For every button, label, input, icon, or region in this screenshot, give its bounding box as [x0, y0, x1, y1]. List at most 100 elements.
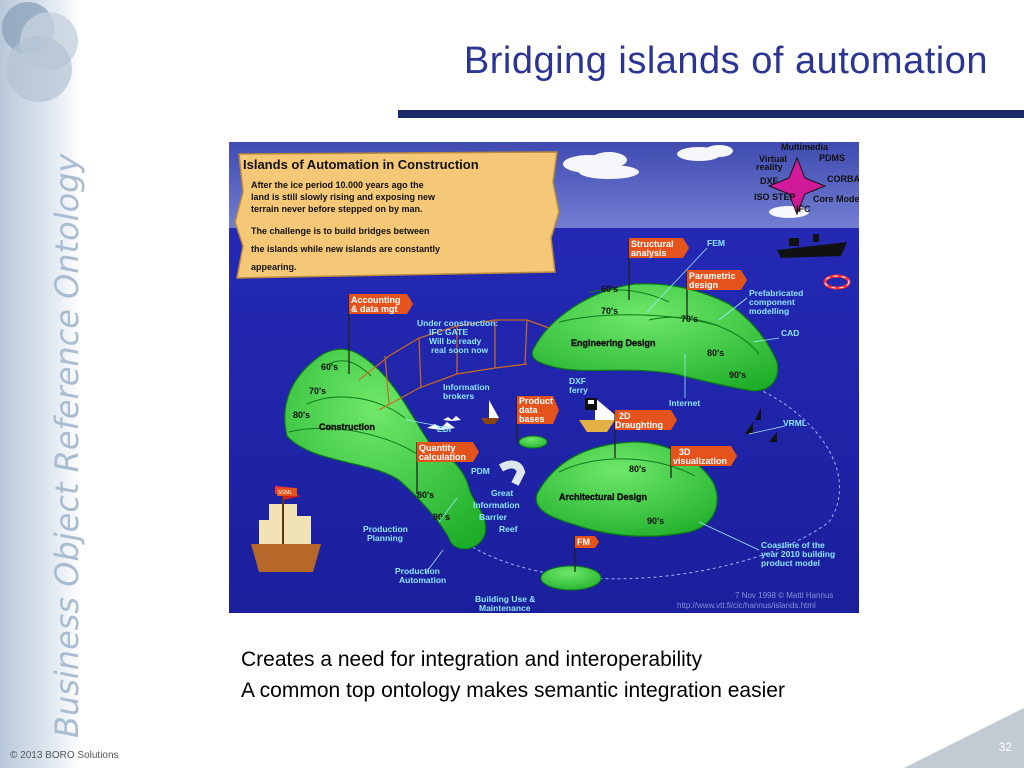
decorative-circle — [6, 36, 72, 102]
svg-text:Prefabricated: Prefabricated — [749, 288, 803, 298]
fm-islet — [540, 565, 602, 591]
flag-accounting: Accounting & data mgt — [348, 294, 413, 374]
svg-text:60's: 60's — [321, 362, 338, 372]
svg-text:Multimedia: Multimedia — [781, 142, 829, 152]
flag-quantity: Quantity calculation — [416, 442, 479, 494]
svg-text:ferry: ferry — [569, 385, 588, 395]
svg-text:Under construction:: Under construction: — [417, 318, 498, 328]
svg-text:DXF: DXF — [760, 176, 779, 186]
svg-text:90's: 90's — [729, 370, 746, 380]
bullet-item: A common top ontology makes semantic int… — [241, 679, 785, 702]
svg-text:Information: Information — [443, 382, 490, 392]
svg-text:bases: bases — [519, 414, 545, 424]
svg-text:Core Model: Core Model — [813, 194, 859, 204]
svg-text:Structural: Structural — [631, 239, 674, 249]
copyright: © 2013 BORO Solutions — [10, 750, 119, 761]
coastline-2010 — [438, 371, 841, 580]
page-number: 32 — [998, 740, 1012, 754]
flag-sgml: SGML — [277, 488, 297, 496]
slide-title: Bridging islands of automation — [463, 40, 988, 82]
flag-fm: FM — [574, 536, 599, 572]
svg-text:brokers: brokers — [443, 391, 474, 401]
svg-text:FM: FM — [577, 537, 590, 547]
svg-text:Great: Great — [491, 488, 513, 498]
svg-text:DXF: DXF — [569, 376, 586, 386]
galleon — [251, 486, 321, 572]
svg-text:Maintenance: Maintenance — [479, 603, 531, 613]
svg-text:90's: 90's — [433, 512, 450, 522]
svg-text:Product: Product — [519, 396, 553, 406]
svg-text:Coastline of the: Coastline of the — [761, 540, 825, 550]
island-architectural: Architectural Design — [559, 492, 647, 502]
scroll-para2-line1: The challenge is to build bridges betwee… — [251, 226, 430, 236]
svg-text:70's: 70's — [601, 306, 618, 316]
svg-text:80's: 80's — [629, 464, 646, 474]
svg-text:Building Use &: Building Use & — [475, 594, 535, 604]
svg-text:PDMS: PDMS — [819, 153, 845, 163]
svg-text:70's: 70's — [681, 314, 698, 324]
svg-text:Automation: Automation — [399, 575, 446, 585]
svg-text:Parametric: Parametric — [689, 271, 736, 281]
flag-structural: Structural analysis — [628, 238, 689, 300]
svg-text:Draughting: Draughting — [615, 420, 663, 430]
scroll-para2-line3: appearing. — [251, 262, 297, 272]
svg-text:calculation: calculation — [419, 452, 466, 462]
svg-text:Production: Production — [395, 566, 440, 576]
sail-boat — [481, 400, 499, 424]
svg-text:Reef: Reef — [499, 524, 518, 534]
scroll-para2-line2: the islands while new islands are consta… — [251, 244, 440, 254]
scroll-para1-line3: terrain never before stepped on by man. — [251, 204, 423, 214]
islands-of-automation-figure: Islands of Automation in Construction Af… — [229, 142, 859, 613]
life-ring — [823, 274, 851, 290]
svg-text:Internet: Internet — [669, 398, 700, 408]
svg-text:reality: reality — [756, 162, 783, 172]
scroll-title: Islands of Automation in Construction — [243, 157, 479, 172]
svg-text:7 Nov 1998 © Matti Hannus: 7 Nov 1998 © Matti Hannus — [735, 591, 833, 600]
svg-text:90's: 90's — [647, 516, 664, 526]
flag-2d-draughting: 2D Draughting — [614, 410, 677, 458]
bullet-item: Creates a need for integration and inter… — [241, 648, 703, 671]
svg-text:SGML: SGML — [278, 490, 292, 496]
pointer-lines — [406, 247, 786, 575]
svg-text:80's: 80's — [417, 490, 434, 500]
island-engineering: Engineering Design — [571, 338, 656, 348]
svg-text:Accounting: Accounting — [351, 295, 401, 305]
svg-text:Virtual: Virtual — [759, 154, 787, 164]
svg-text:analysis: analysis — [631, 248, 667, 258]
svg-text:http://www.vtt.fi/cic/hannus/i: http://www.vtt.fi/cic/hannus/islands.htm… — [677, 601, 816, 610]
sidebar-gradient — [0, 0, 82, 768]
shark-fins — [745, 408, 777, 442]
flag-parametric: Parametric design — [686, 270, 747, 318]
compass-rose: Multimedia Virtual reality PDMS DXF CORB… — [754, 142, 859, 216]
title-rule — [398, 110, 1024, 118]
island-construction: Construction — [319, 422, 375, 432]
svg-text:VRML: VRML — [783, 418, 807, 428]
sidebar-vertical-title: Business Object Reference Ontology — [48, 153, 86, 738]
svg-text:ISO STEP: ISO STEP — [754, 192, 796, 202]
svg-text:IFC GATE: IFC GATE — [429, 327, 468, 337]
svg-text:Information: Information — [473, 500, 520, 510]
svg-text:year 2010 building: year 2010 building — [761, 549, 835, 559]
svg-text:60's: 60's — [601, 284, 618, 294]
svg-text:EDI: EDI — [437, 424, 451, 434]
product-data-islet — [518, 435, 548, 449]
svg-text:80's: 80's — [293, 410, 310, 420]
scroll-para1-line1: After the ice period 10.000 years ago th… — [251, 180, 424, 190]
scroll-panel: Islands of Automation in Construction Af… — [234, 151, 560, 279]
svg-text:modelling: modelling — [749, 306, 789, 316]
svg-text:CAD: CAD — [781, 328, 799, 338]
svg-text:2D: 2D — [619, 411, 631, 421]
svg-text:PDM: PDM — [471, 466, 490, 476]
svg-text:70's: 70's — [309, 386, 326, 396]
svg-text:visualization: visualization — [673, 456, 727, 466]
cargo-ship — [777, 234, 847, 258]
annotation-labels: FEM Prefabricated component modelling CA… — [363, 238, 835, 613]
svg-text:data: data — [519, 405, 539, 415]
bullet-list: Creates a need for integration and inter… — [241, 644, 785, 706]
svg-text:design: design — [689, 280, 718, 290]
svg-text:CORBA: CORBA — [827, 174, 859, 184]
scroll-para1-line2: land is still slowly rising and exposing… — [251, 192, 436, 202]
svg-text:Planning: Planning — [367, 533, 403, 543]
svg-text:Quantity: Quantity — [419, 443, 456, 453]
svg-text:80's: 80's — [707, 348, 724, 358]
